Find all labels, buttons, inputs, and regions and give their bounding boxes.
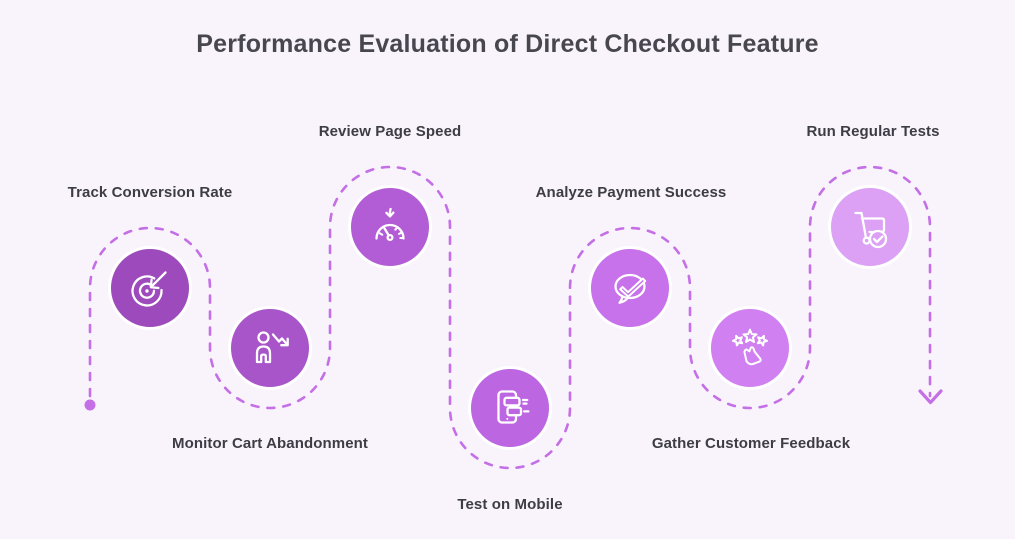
rating-stars-icon [731,328,769,366]
step-label-run-regular-tests: Run Regular Tests [806,123,940,140]
step-circle-review-page-speed [348,185,432,269]
step-circle-analyze-payment-success [588,246,672,330]
step-circle-track-conversion-rate [108,246,192,330]
step-circle-monitor-cart-abandonment [228,306,312,390]
person-decline-icon [255,331,289,364]
cart-check-icon [854,211,888,249]
path-end-arrow-icon [918,389,943,405]
step-label-analyze-payment-success: Analyze Payment Success [535,184,727,201]
step-label-test-on-mobile: Test on Mobile [457,496,563,513]
page-title: Performance Evaluation of Direct Checkou… [0,26,1015,62]
page-title-text: Performance Evaluation of Direct Checkou… [196,30,819,58]
step-circle-run-regular-tests [828,185,912,269]
step-circle-gather-customer-feedback [708,306,792,390]
step-circle-test-on-mobile [468,366,552,450]
step-label-gather-customer-feedback: Gather Customer Feedback [651,435,851,452]
chat-check-icon [614,273,647,304]
target-arrow-icon [131,271,167,307]
step-label-track-conversion-rate: Track Conversion Rate [67,184,233,201]
step-label-review-page-speed: Review Page Speed [318,123,462,140]
step-label-monitor-cart-abandonment: Monitor Cart Abandonment [172,435,368,452]
mobile-checklist-icon [497,390,530,424]
path-start-dot [84,399,96,411]
speedometer-icon [375,207,405,242]
